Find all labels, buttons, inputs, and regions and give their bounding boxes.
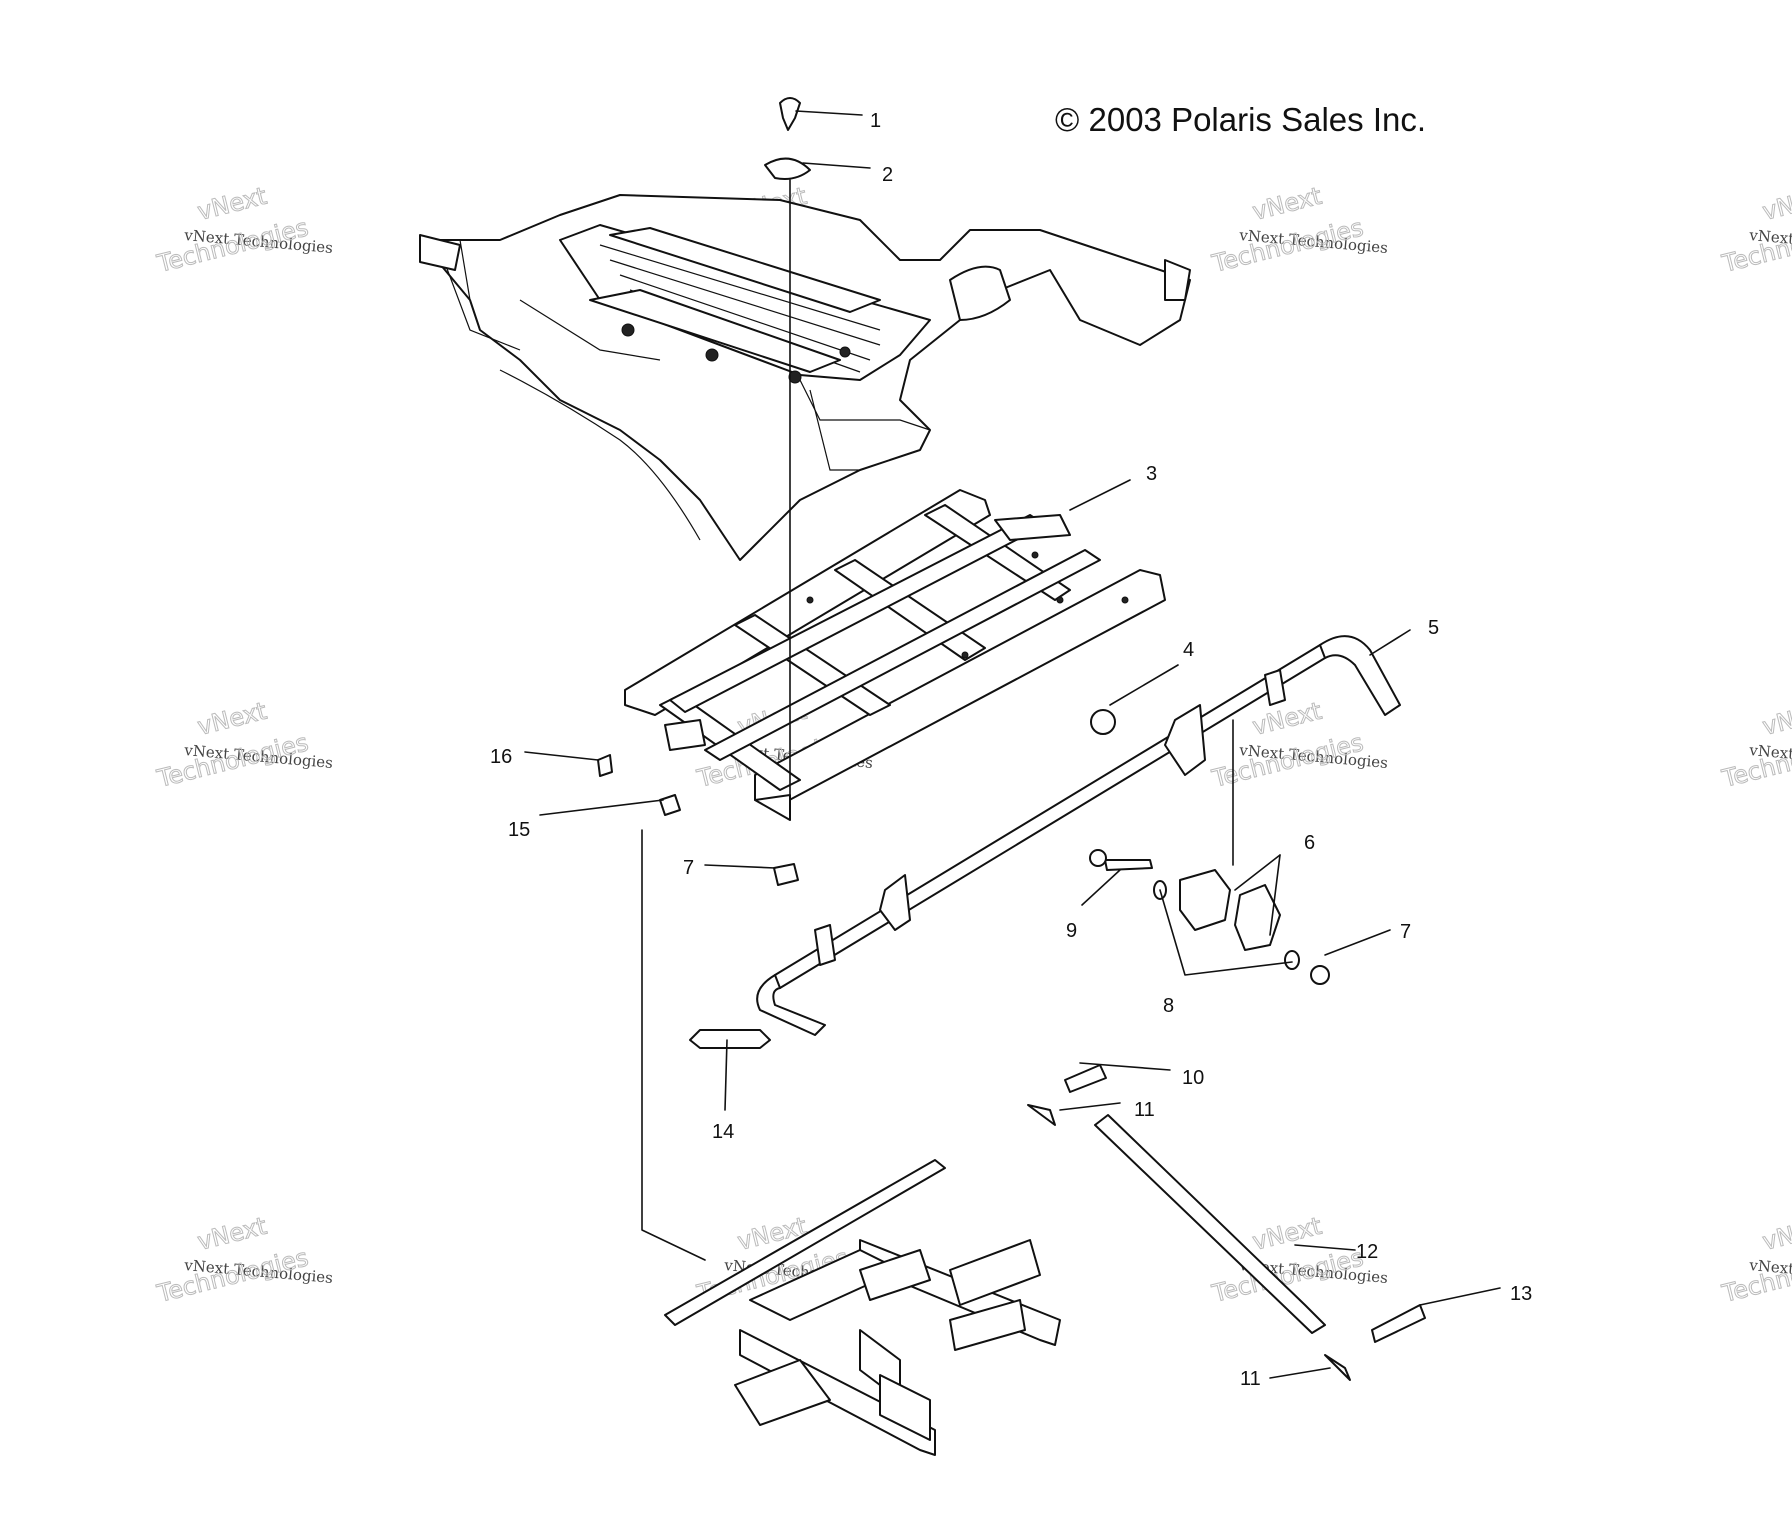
callout-12: 12 xyxy=(1356,1241,1378,1263)
callout-11-lower: 11 xyxy=(1240,1368,1261,1390)
watermark-word: vNext xyxy=(195,697,270,741)
callout-7-right: 7 xyxy=(1400,921,1411,943)
watermark-word: vNext xyxy=(195,1212,270,1256)
watermark-word: vNext xyxy=(1250,1212,1325,1256)
callout-1: 1 xyxy=(870,110,881,132)
watermark-word: vNext xyxy=(1760,697,1792,741)
callout-7-left: 7 xyxy=(683,857,694,879)
callout-5: 5 xyxy=(1428,617,1439,639)
copyright-notice: © 2003 Polaris Sales Inc. xyxy=(1055,101,1426,138)
watermark-word: vNext xyxy=(1250,182,1325,226)
watermark-word: vNext xyxy=(195,182,270,226)
watermark-word: Technologies xyxy=(1719,213,1792,278)
callout-11-upper: 11 xyxy=(1134,1099,1155,1121)
callout-3: 3 xyxy=(1146,463,1157,485)
rail-bar xyxy=(756,635,1401,1036)
callout-4: 4 xyxy=(1183,639,1194,661)
lower-frame xyxy=(664,1159,1061,1456)
leader-lines xyxy=(524,110,1501,1379)
rear-fender xyxy=(419,194,1191,561)
callout-15: 15 xyxy=(508,819,530,841)
callout-2: 2 xyxy=(882,164,893,186)
callout-13: 13 xyxy=(1510,1283,1532,1305)
hinge-assembly xyxy=(1089,709,1330,985)
watermark-word: Technologies xyxy=(1719,1243,1792,1308)
watermark-word: Technologies xyxy=(154,1243,311,1308)
callout-8: 8 xyxy=(1163,995,1174,1017)
watermark-word: Technologies xyxy=(154,213,311,278)
callout-10: 10 xyxy=(1182,1067,1204,1089)
callout-labels: 1 2 3 4 5 6 7 7 8 9 10 11 11 12 13 14 15… xyxy=(490,110,1532,1390)
cargo-rack xyxy=(624,489,1166,821)
watermark-word: Technologies xyxy=(1719,728,1792,793)
callout-9: 9 xyxy=(1066,920,1077,942)
watermark-word: Technologies xyxy=(154,728,311,793)
hardware xyxy=(597,97,1426,1381)
watermark-word: vNext xyxy=(1760,182,1792,226)
callout-14: 14 xyxy=(712,1121,734,1143)
callout-6: 6 xyxy=(1304,832,1315,854)
watermark-word: Technologies xyxy=(1209,213,1366,278)
watermark-word: vNext xyxy=(1250,697,1325,741)
watermark-word: vNext xyxy=(1760,1212,1792,1256)
callout-16: 16 xyxy=(490,746,512,768)
